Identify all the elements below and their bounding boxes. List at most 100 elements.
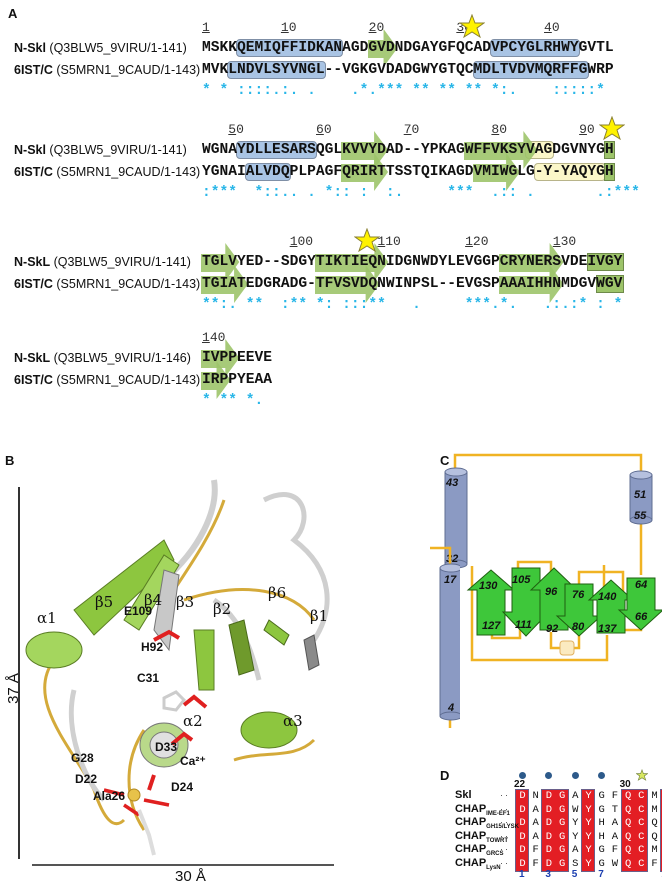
motif-sequence-name: CHAPGH15/LYSK xyxy=(455,816,519,831)
ruler-tick: 100 xyxy=(289,234,314,249)
gap-dots: ·· xyxy=(500,830,510,841)
motif-residue: D xyxy=(545,844,553,856)
gap-dots: ·· xyxy=(500,844,510,854)
motif-residue: W xyxy=(572,803,579,816)
sequence-residues: TGLVYED--SDGYTIKTIEQNIDGNWDYLEVGGPCRYNER… xyxy=(202,254,623,270)
motif-position-number: 5 xyxy=(571,869,578,880)
motif-residue: Q xyxy=(624,830,632,843)
motif-residue: G xyxy=(598,790,605,802)
helix-highlight xyxy=(236,141,317,159)
helix-highlight xyxy=(472,61,589,79)
motif-residue: H xyxy=(598,817,605,829)
motif-residue: G xyxy=(558,817,566,829)
strand-arrow-icon xyxy=(201,265,249,303)
dot-marker-icon xyxy=(598,772,606,779)
helix-highlight xyxy=(490,39,581,57)
svg-text:111: 111 xyxy=(515,619,532,631)
motif-residue: A xyxy=(611,817,619,829)
motif-residue: G xyxy=(598,857,605,870)
ruler-tick: 70 xyxy=(403,122,420,137)
motif-residue: Q xyxy=(624,803,632,816)
motif-residue: D xyxy=(519,830,526,843)
motif-residue: Q xyxy=(651,817,658,829)
motif-residue: A xyxy=(572,790,579,802)
motif-residue: G xyxy=(558,790,566,802)
strand-arrow-icon xyxy=(341,153,389,191)
motif-residue: C xyxy=(638,844,645,856)
svg-text:76: 76 xyxy=(572,589,585,601)
star-icon xyxy=(459,14,486,38)
ruler-tick: 1 xyxy=(202,20,210,35)
sequence-residues: IRPPYEAA xyxy=(202,372,273,388)
sequence-name: N-Skl (Q3BLW5_9VIRU/1-141) xyxy=(14,41,187,55)
motif-residue: G xyxy=(598,803,605,816)
svg-text:51: 51 xyxy=(634,489,646,501)
motif-residue: Q xyxy=(624,817,632,829)
svg-text:55: 55 xyxy=(634,510,647,522)
motif-residue: H xyxy=(598,830,605,843)
sequence-name: 6IST/C (S5MRN1_9CAUD/1-143) xyxy=(14,277,201,291)
motif-residue: F xyxy=(611,790,619,802)
motif-residue: A xyxy=(532,803,539,816)
strand-arrow-icon xyxy=(499,265,564,303)
svg-text:127: 127 xyxy=(482,620,501,632)
motif-residue: Y xyxy=(585,803,592,816)
ruler-tick: 80 xyxy=(491,122,508,137)
svg-text:17: 17 xyxy=(444,574,457,586)
motif-residue: C xyxy=(638,817,645,829)
motif-residue: Q xyxy=(651,830,658,843)
motif-residue: A xyxy=(572,844,579,856)
motif-sequence-name: Skl xyxy=(455,789,472,801)
sequence-name: N-SkL (Q3BLW5_9VIRU/1-141) xyxy=(14,255,191,269)
strand-arrow-icon xyxy=(367,29,398,67)
helix-51-55: 51 55 xyxy=(629,470,653,525)
label-beta2: β2 xyxy=(213,600,232,618)
motif-residue: Y xyxy=(585,790,592,802)
svg-text:92: 92 xyxy=(546,623,558,635)
label-alpha2: α2 xyxy=(183,712,203,730)
motif-residue: D xyxy=(519,817,526,829)
label-beta6: β6 xyxy=(268,584,287,602)
conserved-column-highlight xyxy=(541,789,569,872)
motif-residue: G xyxy=(558,844,566,856)
sequence-name: 6IST/C (S5MRN1_9CAUD/1-143) xyxy=(14,63,201,77)
motif-residue: S xyxy=(572,857,579,870)
motif-residue: Q xyxy=(624,790,632,802)
svg-text:140: 140 xyxy=(598,591,617,603)
svg-text:130: 130 xyxy=(479,580,498,592)
motif-residue: W xyxy=(611,857,619,870)
motif-residue: A xyxy=(532,817,539,829)
sequence-residues: MVKLNDVLSYVNGL--VGKGVDADGWYGTQCMDLTVDVMQ… xyxy=(202,62,614,78)
protein-structure-cartoon xyxy=(25,479,330,856)
star-icon xyxy=(635,768,649,786)
label-c31: C31 xyxy=(137,671,160,685)
strand-highlight xyxy=(604,141,616,159)
ruler-tick: 90 xyxy=(579,122,595,137)
label-d22: D22 xyxy=(75,772,98,786)
sequence-name: 6IST/C (S5MRN1_9CAUD/1-143) xyxy=(14,165,201,179)
star-icon xyxy=(353,228,380,252)
sequence-name: N-Skl (Q3BLW5_9VIRU/1-141) xyxy=(14,143,187,157)
panel-b-label: B xyxy=(5,453,15,468)
strand-arrow-icon xyxy=(464,131,538,169)
motif-residue: Q xyxy=(624,857,632,870)
gap-dots: ·· xyxy=(500,817,510,827)
sequence-residues: TGIATEDGRADG-TFVSVDQNWINPSL--EVGSPAAAIHH… xyxy=(202,276,623,292)
label-beta3: β3 xyxy=(176,593,195,611)
motif-sequence-name: CHAPTOWRT xyxy=(455,829,509,844)
sequence-residues: YGNAIALVDQPLPAGFQRIRTTSSTQIKAGDVMIWGLG-Y… xyxy=(202,164,614,180)
panel-d-label: D xyxy=(440,768,450,783)
dot-marker-icon xyxy=(571,772,579,779)
motif-residue: M xyxy=(651,844,658,856)
conservation-line: * ** *. xyxy=(202,393,264,409)
sequence-residues: IVPPEEVE xyxy=(202,350,273,366)
motif-residue: D xyxy=(545,830,553,843)
ruler-tick: 20 xyxy=(368,20,385,35)
motif-residue: D xyxy=(545,790,553,802)
motif-residue: D xyxy=(519,790,526,802)
helix-highlight xyxy=(244,163,291,181)
motif-residue: D xyxy=(545,817,553,829)
dot-marker-icon xyxy=(519,772,526,779)
strand-arrow-icon xyxy=(315,265,380,303)
motif-residue: F xyxy=(532,844,539,856)
